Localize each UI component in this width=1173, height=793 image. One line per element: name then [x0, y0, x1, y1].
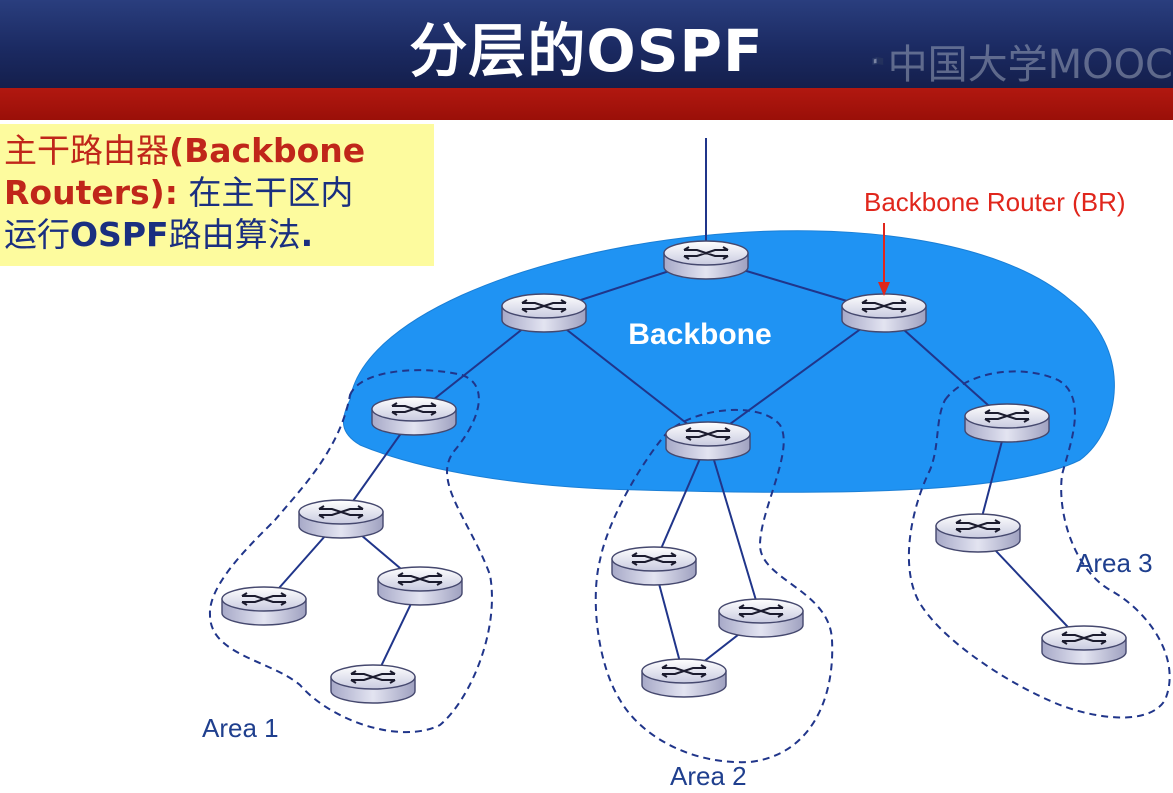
- note-desc-3: 路由算法: [168, 215, 301, 254]
- router-area1-d: [330, 664, 416, 704]
- link-left-center: [543, 311, 709, 441]
- router-area3-border: [964, 403, 1050, 443]
- area-3-boundary: [907, 370, 1171, 719]
- note-term-cn: 主干路由器: [4, 131, 169, 170]
- note-line-1: 主干路由器(Backbone: [4, 130, 430, 172]
- router-area3-b: [1041, 625, 1127, 665]
- mooc-watermark: 中国大学MOOC: [872, 36, 1173, 88]
- router-area2-a: [611, 546, 697, 586]
- router-area1-a: [298, 499, 384, 539]
- router-area1-c: [377, 566, 463, 606]
- router-backbone-right: [841, 293, 927, 333]
- br-arrow: [878, 223, 890, 296]
- area-3-label: Area 3: [1076, 548, 1153, 578]
- router-area2-border: [665, 421, 751, 461]
- area-1-boundary: [208, 369, 493, 734]
- note-term-en-2: Routers):: [4, 173, 178, 212]
- note-box: 主干路由器(Backbone Routers): 在主干区内 运行OSPF路由算…: [0, 124, 434, 266]
- red-accent-band: [0, 88, 1173, 120]
- router-backbone-top: [663, 240, 749, 280]
- area-2-label: Area 2: [670, 761, 747, 791]
- link-a2-2: [707, 439, 762, 618]
- page-title: 分层的OSPF: [409, 17, 764, 85]
- backbone-router-label: Backbone Router (BR): [864, 187, 1126, 217]
- note-desc-1: 在主干区内: [177, 173, 354, 212]
- router-area2-c: [641, 658, 727, 698]
- area-2-boundary: [594, 408, 834, 764]
- note-line-2: Routers): 在主干区内: [4, 172, 430, 214]
- note-ospf: OSPF: [70, 215, 169, 254]
- link-a2-1: [653, 439, 709, 566]
- router-area1-border: [371, 396, 457, 436]
- mooc-logo-icon: [872, 57, 884, 65]
- link-right-center: [707, 311, 885, 441]
- watermark-text: 中国大学MOOC: [887, 42, 1173, 88]
- note-period: .: [300, 215, 314, 254]
- area-1-label: Area 1: [202, 713, 279, 743]
- title-bar: 分层的OSPF 中国大学MOOC: [0, 0, 1173, 88]
- note-desc-2: 运行: [4, 215, 70, 254]
- router-area1-b: [221, 586, 307, 626]
- backbone-label: Backbone: [628, 318, 771, 351]
- note-line-3: 运行OSPF路由算法.: [4, 214, 430, 256]
- router-area2-b: [718, 598, 804, 638]
- router-backbone-left: [501, 293, 587, 333]
- note-term-en: (Backbone: [169, 131, 366, 170]
- router-area3-a: [935, 513, 1021, 553]
